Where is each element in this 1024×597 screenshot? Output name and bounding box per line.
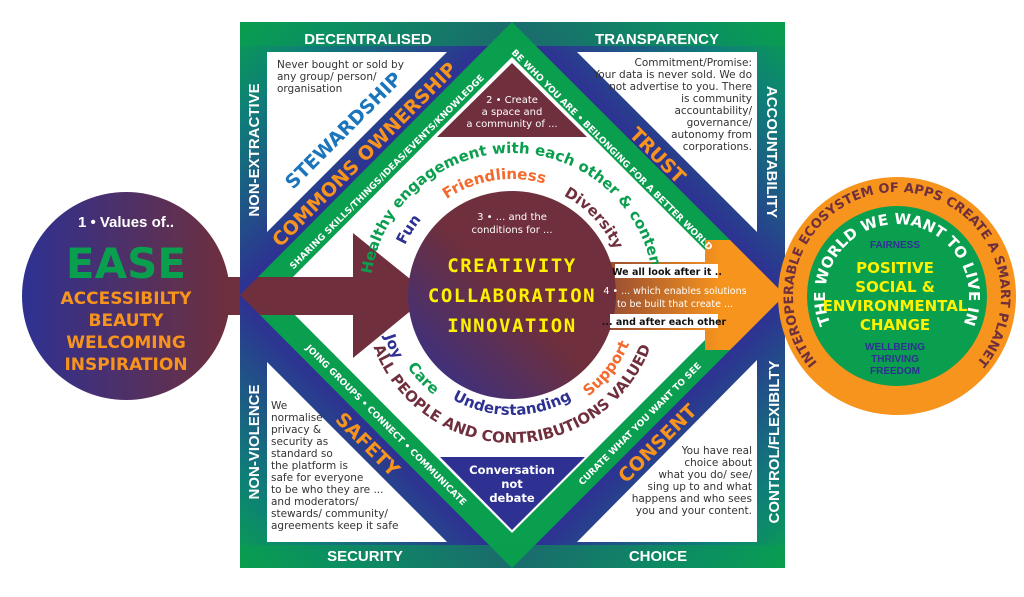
svg-text:conditions for ...: conditions for ... — [471, 225, 552, 236]
label-non-extractive: NON-EXTRACTIVE — [246, 83, 263, 216]
svg-text:organisation: organisation — [277, 83, 342, 95]
svg-text:WELLBEING: WELLBEING — [865, 342, 925, 353]
label-choice: CHOICE — [629, 548, 687, 565]
label-security: SECURITY — [327, 548, 403, 565]
notes-top-left: Never bought or sold by any group/ perso… — [277, 59, 404, 95]
svg-text:Your data is never sold. We do: Your data is never sold. We do — [592, 69, 752, 81]
svg-text:3 • ... and the: 3 • ... and the — [477, 212, 547, 223]
svg-text:SOCIAL &: SOCIAL & — [855, 278, 935, 296]
svg-text:not: not — [501, 477, 523, 491]
note-box-bottom-left — [267, 362, 447, 542]
svg-text:agreements keep it safe: agreements keep it safe — [271, 520, 398, 532]
notes-top-right: Commitment/Promise: Your data is never s… — [592, 57, 752, 153]
label-control-flexibility: CONTROL/FLEXIBILTY — [766, 360, 783, 523]
ease-circle — [22, 192, 230, 400]
ease-title: EASE — [66, 239, 186, 288]
world-bottom: WELLBEING THRIVING FREEDOM — [865, 342, 925, 377]
conversation-text: Conversation not debate — [469, 463, 555, 505]
svg-text:a community of ...: a community of ... — [466, 119, 557, 130]
svg-text:what you do/ see/: what you do/ see/ — [658, 469, 752, 481]
svg-text:a space and: a space and — [482, 107, 543, 118]
left-arrow-head — [353, 233, 430, 358]
svg-text:sing up to and what: sing up to and what — [648, 481, 752, 493]
ease-step: 1 • Values of.. — [78, 214, 174, 231]
svg-text:COLLABORATION: COLLABORATION — [428, 285, 596, 307]
svg-text:accountability/: accountability/ — [674, 105, 752, 117]
svg-text:to be who they are ...: to be who they are ... — [271, 484, 383, 496]
svg-text:We: We — [271, 400, 287, 412]
svg-text:CREATIVITY: CREATIVITY — [447, 255, 576, 277]
world-inner-circle — [807, 206, 987, 386]
ease-values: ACCESSIBILTY BEAUTY WELCOMING INSPIRATIO… — [61, 289, 193, 375]
svg-text:POSITIVE: POSITIVE — [856, 259, 934, 277]
svg-text:WELCOMING: WELCOMING — [66, 333, 186, 353]
center-values: CREATIVITY COLLABORATION INNOVATION — [428, 255, 596, 337]
svg-text:autonomy from: autonomy from — [671, 129, 752, 141]
svg-text:safe for everyone: safe for everyone — [271, 472, 363, 484]
svg-text:Conversation: Conversation — [469, 463, 555, 477]
world-fairness: FAIRNESS — [870, 240, 920, 251]
notes-bottom-right: You have real choice about what you do/ … — [632, 445, 753, 517]
center-step3: 3 • ... and the conditions for ... — [471, 212, 552, 236]
step4-above: We all look after it .. — [612, 267, 722, 278]
svg-text:Never bought or sold by: Never bought or sold by — [277, 59, 404, 71]
svg-text:choice about: choice about — [684, 457, 752, 469]
svg-text:stewards/ community/: stewards/ community/ — [271, 508, 388, 520]
label-transparency: TRANSPARENCY — [595, 31, 719, 48]
svg-text:Commitment/Promise:: Commitment/Promise: — [634, 57, 752, 69]
conversation-triangle — [440, 457, 585, 530]
svg-text:BEAUTY: BEAUTY — [89, 311, 165, 331]
svg-text:INNOVATION: INNOVATION — [447, 315, 576, 337]
label-accountability: ACCOUNTABILITY — [763, 86, 780, 218]
notes-bottom-left: We normalise privacy & security as stand… — [271, 400, 398, 532]
svg-text:governance/: governance/ — [687, 117, 753, 129]
label-non-violence: NON-VIOLENCE — [246, 384, 263, 499]
svg-text:ACCESSIBILTY: ACCESSIBILTY — [61, 289, 193, 309]
svg-text:standard so: standard so — [271, 448, 333, 460]
svg-text:debate: debate — [489, 491, 535, 505]
svg-text:corporations.: corporations. — [683, 141, 752, 153]
svg-text:privacy &: privacy & — [271, 424, 321, 436]
svg-text:security as: security as — [271, 436, 328, 448]
svg-text:and moderators/: and moderators/ — [271, 496, 359, 508]
svg-text:any group/ person/: any group/ person/ — [277, 71, 377, 83]
svg-text:is community: is community — [681, 93, 752, 105]
svg-text:happens and who sees: happens and who sees — [632, 493, 752, 505]
svg-text:not advertise to you. There: not advertise to you. There — [609, 81, 752, 93]
svg-text:ENVIRONMENTAL: ENVIRONMENTAL — [823, 297, 968, 315]
svg-text:the platform is: the platform is — [271, 460, 348, 472]
svg-text:You have real: You have real — [681, 445, 752, 457]
svg-text:THRIVING: THRIVING — [871, 354, 919, 365]
note-box-top-left — [267, 52, 447, 232]
note-box-bottom-right — [577, 360, 757, 542]
step4-below: ... and after each other — [602, 317, 727, 328]
svg-text:INSPIRATION: INSPIRATION — [64, 355, 187, 375]
note-box-top-right — [577, 52, 757, 232]
world-main: POSITIVE SOCIAL & ENVIRONMENTAL CHANGE — [823, 259, 968, 334]
label-decentralised: DECENTRALISED — [304, 31, 432, 48]
step4-line1: 4 • ... which enables solutions — [603, 286, 746, 297]
svg-text:normalise: normalise — [271, 412, 323, 424]
svg-text:2 • Create: 2 • Create — [486, 95, 538, 106]
step2-triangle — [437, 63, 587, 137]
svg-text:FREEDOM: FREEDOM — [870, 366, 920, 377]
step4-line2: to be built that create ... — [617, 299, 733, 310]
svg-text:CHANGE: CHANGE — [860, 316, 930, 334]
step2-text: 2 • Create a space and a community of ..… — [466, 95, 557, 130]
svg-text:you and your content.: you and your content. — [636, 505, 752, 517]
center-circle — [408, 191, 616, 399]
